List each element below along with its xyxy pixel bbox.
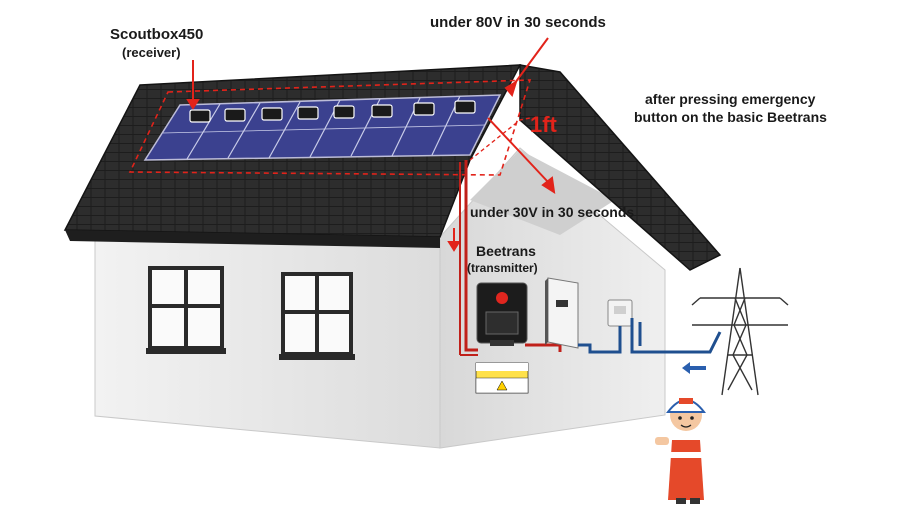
house-front-wall [94, 236, 441, 449]
roof-voltage-label: under 80V in 30 seconds [430, 14, 606, 31]
blue-arrow [682, 362, 706, 374]
solar-array [143, 94, 502, 161]
inverter [545, 277, 579, 349]
dc-wire-return [459, 162, 478, 356]
transmitter-role-label: (transmitter) [467, 261, 538, 275]
ac-disconnect [607, 299, 633, 327]
window-left [146, 266, 226, 354]
array-boundary [128, 79, 532, 176]
array-voltage-label: under 30V in 30 seconds [470, 204, 635, 220]
window-right [279, 272, 355, 360]
gable-shadow [470, 150, 615, 235]
distance-label: 1ft [530, 112, 557, 137]
roof-ridge-side [519, 64, 722, 271]
offset-boundary [469, 117, 531, 161]
receiver-label: Scoutbox450 [110, 26, 204, 43]
dc-wire-to-inverter [525, 343, 562, 352]
annotation-arrows [186, 37, 556, 252]
roof-eave [65, 230, 440, 248]
power-tower-icon [691, 267, 789, 396]
beetrans-device [476, 282, 528, 346]
ac-wire-a [578, 326, 622, 354]
worker-icon [655, 398, 707, 504]
emergency-label-line2: button on the basic Beetrans [634, 109, 827, 125]
receiver-role-label: (receiver) [122, 45, 181, 60]
ac-wire-b [630, 318, 722, 354]
dc-wire [464, 160, 478, 352]
warning-sign [475, 362, 529, 394]
transmitter-label: Beetrans [476, 243, 536, 259]
emergency-label-line1: after pressing emergency [645, 91, 816, 107]
